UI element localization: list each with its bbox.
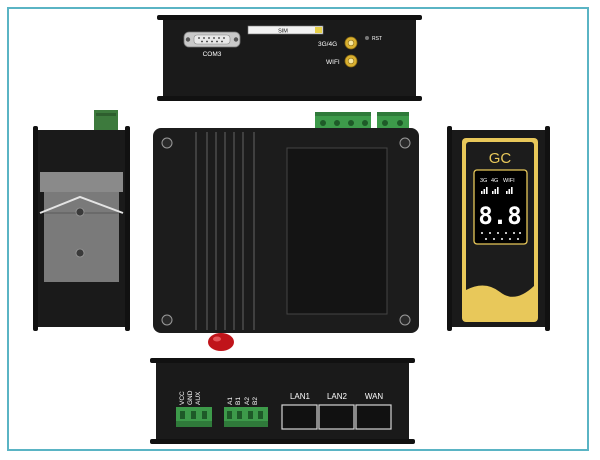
serial-terminal-block bbox=[224, 407, 268, 427]
power-terminal-block bbox=[176, 407, 212, 427]
indicator-label-3g: 3G bbox=[480, 178, 487, 184]
antenna-1-connector bbox=[344, 36, 358, 50]
clip-screw-top bbox=[75, 207, 85, 217]
com-port bbox=[183, 31, 241, 48]
corner-screw-bottom-left bbox=[161, 314, 173, 326]
serial-label-b1: B1 bbox=[235, 397, 242, 405]
main-terminal-block-right bbox=[377, 112, 409, 130]
sim-slot-latch bbox=[315, 27, 322, 33]
din-rail-spring bbox=[39, 195, 124, 214]
antenna-2-label: WIFI bbox=[326, 59, 340, 66]
power-label-aux: AUX bbox=[195, 391, 202, 405]
corner-screw-bottom-right bbox=[399, 314, 411, 326]
top-view: COM3 SIM RST 3G/4G WIFI bbox=[157, 15, 422, 101]
front-panel-rail-right bbox=[545, 126, 550, 331]
antenna-2-connector bbox=[344, 54, 358, 68]
reset-label: RST bbox=[372, 36, 382, 42]
heat-sink-fins bbox=[195, 132, 255, 330]
main-terminal-block-left bbox=[315, 112, 371, 130]
serial-label-b2: B2 bbox=[252, 397, 259, 405]
serial-label-a2: A2 bbox=[244, 397, 251, 405]
ethernet-port-lan2 bbox=[318, 404, 355, 430]
corner-screw-top-left bbox=[161, 137, 173, 149]
top-view-rail-top bbox=[157, 15, 422, 20]
top-view-rail-bottom bbox=[157, 96, 422, 101]
left-side-rail-left bbox=[33, 126, 38, 331]
brand-logo: GC bbox=[489, 150, 512, 167]
front-panel-wave bbox=[466, 285, 534, 318]
ethernet-port-wan bbox=[355, 404, 392, 430]
signal-bars-icon bbox=[481, 187, 513, 194]
port-label-lan2: LAN2 bbox=[327, 392, 348, 401]
power-label-gnd: GND bbox=[187, 390, 194, 405]
bottom-view: VCC GND AUX A1 B1 A2 B2 LAN1 LAN2 WAN bbox=[150, 358, 415, 444]
com-port-label: COM3 bbox=[203, 51, 222, 58]
indicator-label-wifi: WIFI bbox=[503, 178, 515, 184]
antenna-1-label: 3G/4G bbox=[318, 41, 337, 48]
left-side-rail-right bbox=[125, 126, 130, 331]
segment-display: 8.8 bbox=[478, 202, 521, 230]
bottom-view-rail-bottom bbox=[150, 439, 415, 444]
din-rail-clip bbox=[44, 192, 119, 282]
port-label-wan: WAN bbox=[365, 392, 384, 401]
bottom-view-rail-top bbox=[150, 358, 415, 363]
front-panel-rail-left bbox=[447, 126, 452, 331]
power-label-vcc: VCC bbox=[179, 391, 186, 405]
led-dots bbox=[481, 232, 521, 240]
main-face-view bbox=[153, 112, 419, 351]
sim-slot-label: SIM bbox=[278, 29, 288, 35]
clip-screw-bottom bbox=[75, 248, 85, 258]
corner-screw-top-right bbox=[399, 137, 411, 149]
left-side-view bbox=[33, 110, 130, 331]
sim-slot bbox=[247, 25, 324, 35]
front-panel-view: GC 3G 4G WIFI 8.8 bbox=[447, 126, 550, 331]
ethernet-port-lan1 bbox=[281, 404, 318, 430]
port-label-lan1: LAN1 bbox=[290, 392, 311, 401]
reset-button bbox=[208, 333, 234, 351]
front-label-panel bbox=[286, 147, 388, 315]
din-rail-clip-top bbox=[40, 172, 123, 192]
reset-pinhole bbox=[365, 36, 369, 40]
serial-label-a1: A1 bbox=[227, 397, 234, 405]
indicator-label-4g: 4G bbox=[491, 178, 498, 184]
